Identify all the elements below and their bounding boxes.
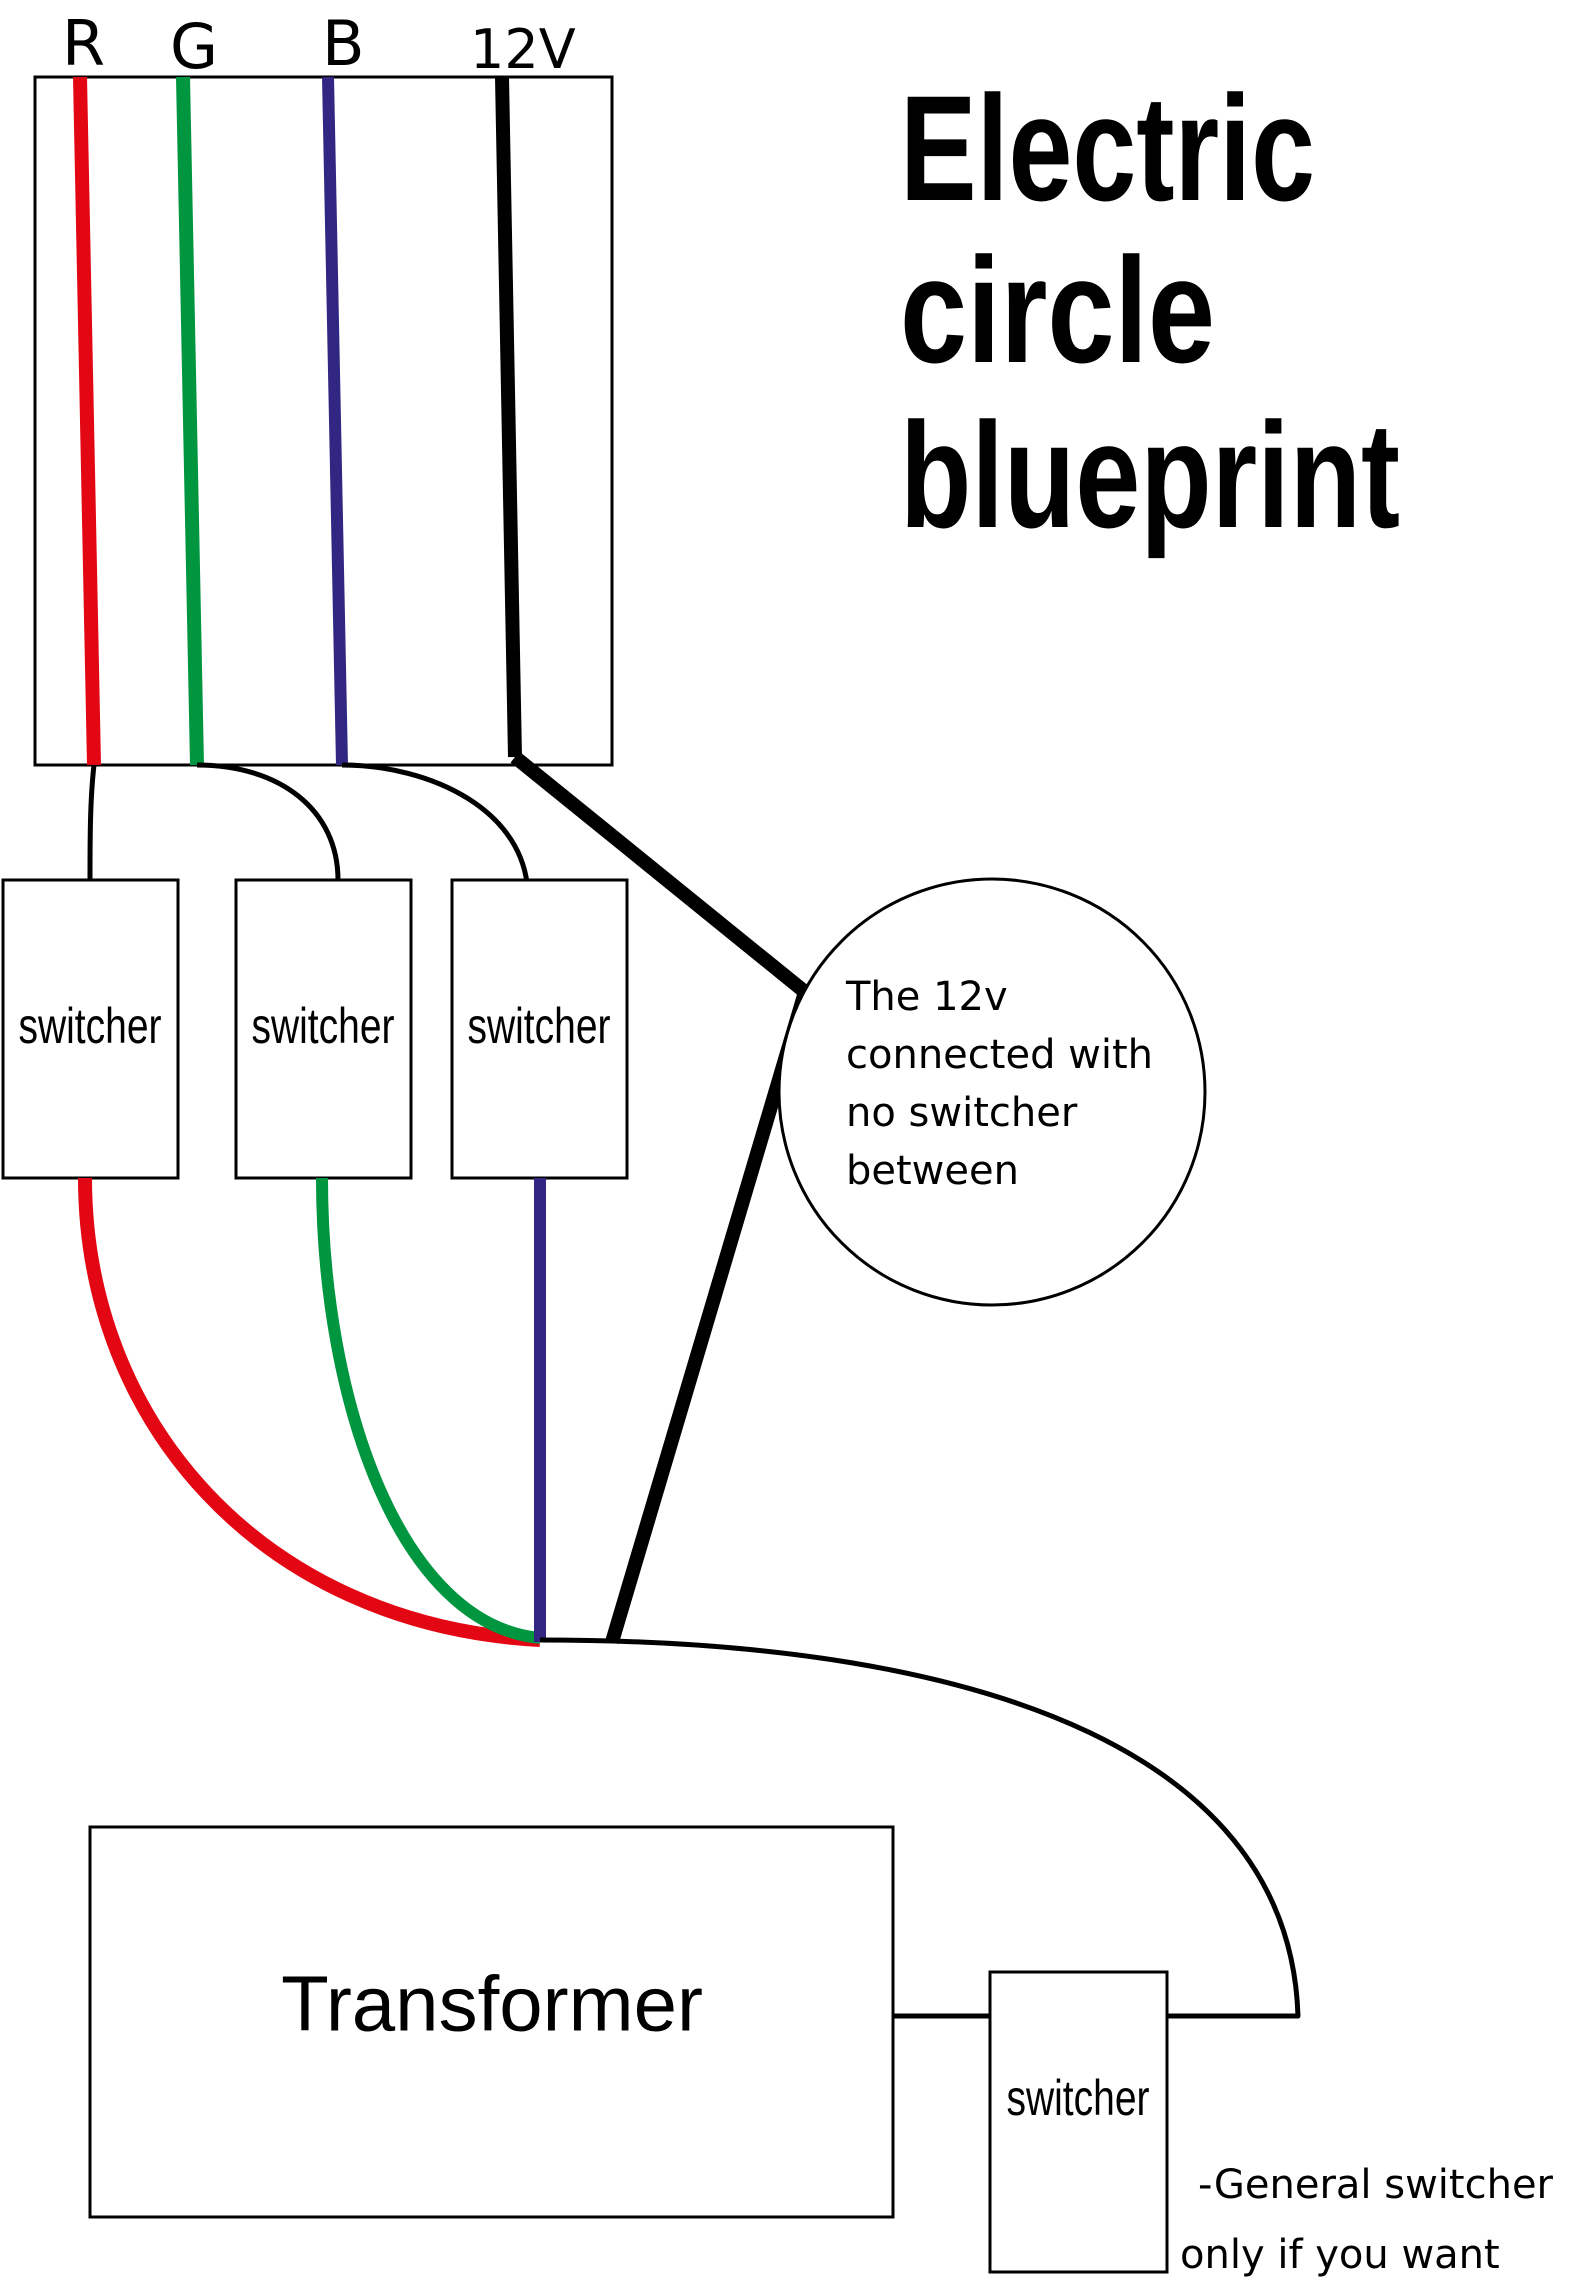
page-title: Electric circle blueprint <box>900 64 1400 559</box>
switcher-red-label: switcher <box>18 997 161 1054</box>
wire-green-out <box>316 1177 541 1644</box>
callout-circle <box>777 877 1207 1307</box>
callout-line-3: no switcher <box>846 1090 1078 1136</box>
transformer: Transformer <box>88 1825 895 2219</box>
general-switcher-note: -General switcher only if you want <box>1180 2162 1566 2278</box>
wire-blue-to-switcher <box>341 762 531 899</box>
callout-line-4: between <box>846 1148 1019 1194</box>
title-line-3: blueprint <box>900 391 1400 559</box>
wire-junction-to-transformer <box>539 1637 1301 2019</box>
note-line-1: -General switcher <box>1198 2162 1554 2208</box>
wire-12v-internal <box>495 76 522 758</box>
callout-line-1: The 12v <box>845 974 1008 1020</box>
wire-red-to-switcher <box>87 764 97 881</box>
wire-red-out <box>78 1177 541 1647</box>
callout-line-2: connected with <box>846 1032 1153 1078</box>
switcher-red[interactable]: switcher <box>1 878 180 1180</box>
wire-blue-internal <box>322 76 348 766</box>
wire-label-g: G <box>170 10 218 83</box>
wire-red-internal <box>73 76 101 766</box>
switcher-general[interactable]: switcher <box>988 1970 1169 2274</box>
transformer-label: Transformer <box>281 1960 703 2048</box>
title-line-2: circle <box>900 226 1215 394</box>
switcher-green[interactable]: switcher <box>234 878 413 1180</box>
wire-label-12v: 12V <box>470 18 576 81</box>
switcher-blue-label: switcher <box>467 997 610 1054</box>
wire-green-internal <box>176 76 204 766</box>
switcher-green-label: switcher <box>251 997 394 1054</box>
note-line-2: only if you want <box>1180 2232 1500 2278</box>
wire-green-to-switcher <box>196 762 341 881</box>
callout-text: The 12v connected with no switcher betwe… <box>845 974 1166 1194</box>
led-strip-connector <box>33 75 614 767</box>
wire-label-r: R <box>62 7 105 80</box>
wire-label-b: B <box>322 7 365 80</box>
switcher-blue[interactable]: switcher <box>450 878 629 1180</box>
title-line-1: Electric <box>900 64 1315 232</box>
switcher-general-label: switcher <box>1006 2069 1149 2126</box>
